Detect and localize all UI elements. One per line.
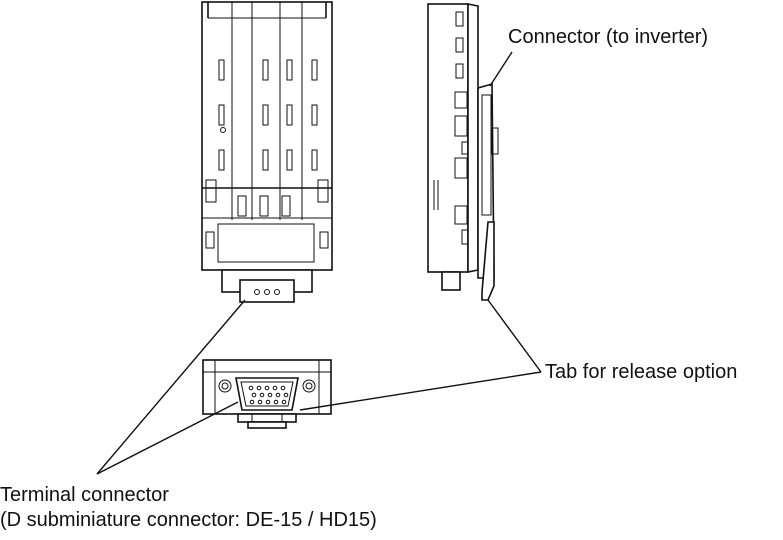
- label-connector-to-inverter: Connector (to inverter): [508, 26, 709, 48]
- front-view-unit: [201, 1, 333, 303]
- label-terminal-connector-detail: (D subminiature connector: DE-15 / HD15): [0, 509, 377, 531]
- label-terminal-connector: Terminal connector: [0, 484, 169, 506]
- leader-lines: [96, 51, 542, 475]
- side-view-unit: [427, 3, 499, 301]
- label-tab-for-release-option: Tab for release option: [545, 361, 738, 383]
- connector-detail: [202, 359, 332, 429]
